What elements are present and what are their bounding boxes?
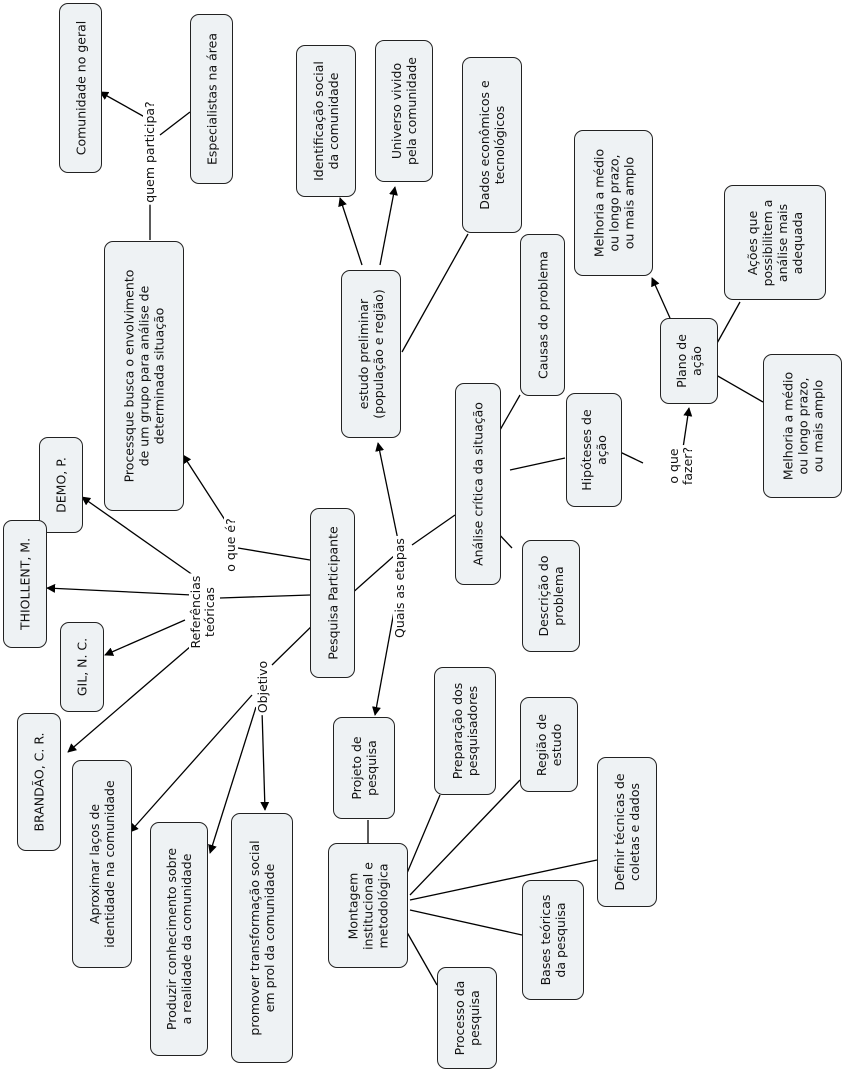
node-label: Melhoria a médio ou longo prazo, ou mais… (591, 148, 636, 258)
node-hipoteses-acao[interactable]: Hipóteses de ação (566, 393, 622, 507)
node-demo[interactable]: DEMO, P. (39, 437, 83, 533)
node-label: BRANDÃO, C. R. (31, 732, 47, 832)
node-universo-vivido[interactable]: Universo vivido pela comunidade (375, 40, 433, 182)
node-label: Ações que possibilitem a análise mais ad… (745, 199, 805, 286)
node-causas-problema[interactable]: Causas do problema (520, 234, 565, 396)
node-label: Bases teóricas da pesquisa (538, 894, 568, 986)
link-label-referencias: Referências teóricas (188, 573, 217, 651)
node-dados-economicos[interactable]: Dados econômicos e tecnológicos (462, 57, 522, 233)
node-pesquisa-participante[interactable]: Pesquisa Participante (310, 508, 355, 678)
node-identificacao-social[interactable]: Identificação social da comunidade (296, 45, 356, 197)
node-estudo-preliminar[interactable]: estudo preliminar (população e região) (341, 270, 401, 438)
link-label-quem-participa: quem participa? (142, 99, 157, 205)
link-label-o-que-e: o que é? (223, 516, 238, 574)
node-label: Hipóteses de ação (579, 409, 609, 491)
node-gil[interactable]: GIL, N. C. (60, 622, 104, 712)
node-preparacao[interactable]: Preparação dos pesquisadores (434, 667, 496, 795)
node-label: Melhoria a médio ou longo prazo, ou mais… (780, 371, 825, 481)
node-promover[interactable]: promover transformação social em prol da… (231, 813, 293, 1063)
node-label: Comunidade no geral (73, 20, 88, 156)
node-analise-critica[interactable]: Análise crítica da situação (455, 383, 501, 585)
link-label-objetivo: Objetivo (255, 658, 270, 716)
node-acoes-possibilitem[interactable]: Ações que possibilitem a análise mais ad… (724, 185, 826, 300)
node-label: promover transformação social em prol da… (247, 840, 277, 1036)
node-label: Aproximar laços de identidade na comunid… (87, 780, 117, 948)
node-label: Análise crítica da situação (470, 402, 486, 566)
node-label: Plano de ação (674, 334, 704, 388)
node-label: Especialistas na área (204, 33, 219, 165)
node-aproximar[interactable]: Aproximar laços de identidade na comunid… (72, 760, 132, 968)
node-label: DEMO, P. (53, 457, 69, 513)
node-processo-pesquisa[interactable]: Processo da pesquisa (437, 967, 497, 1069)
node-label: Montagem institucional e metodológica (345, 861, 391, 950)
node-label: Projeto de pesquisa (349, 736, 379, 800)
node-label: Identificação social da comunidade (311, 61, 341, 181)
node-label: Dados econômicos e tecnológicos (477, 80, 507, 210)
node-plano-acao[interactable]: Plano de ação (660, 318, 718, 404)
node-label: estudo preliminar (população e região) (356, 289, 386, 419)
node-descricao-problema[interactable]: Descrição do problema (522, 540, 580, 652)
node-brandao[interactable]: BRANDÃO, C. R. (17, 713, 61, 851)
node-label: Processo da pesquisa (452, 980, 482, 1056)
node-thiollent[interactable]: THIOLLENT, M. (3, 520, 47, 648)
node-regiao-estudo[interactable]: Região de estudo (520, 697, 578, 792)
node-label: Produzir conhecimento sobre a realidade … (164, 847, 194, 1031)
node-produzir[interactable]: Produzir conhecimento sobre a realidade … (150, 822, 208, 1056)
node-especialistas[interactable]: Especialistas na área (190, 14, 233, 184)
node-melhoria-2[interactable]: Melhoria a médio ou longo prazo, ou mais… (763, 354, 842, 498)
node-label: Pesquisa Participante (325, 526, 340, 660)
node-label: GIL, N. C. (74, 637, 90, 697)
node-tecnicas-coleta[interactable]: Definir técnicas de coletas e dados (597, 757, 657, 907)
node-melhoria-1[interactable]: Melhoria a médio ou longo prazo, ou mais… (574, 130, 653, 276)
node-label: Região de estudo (534, 713, 564, 776)
node-bases-teoricas[interactable]: Bases teóricas da pesquisa (522, 880, 584, 1000)
node-label: Processque busca o envolvimento de um gr… (121, 269, 167, 483)
node-label: Universo vivido pela comunidade (389, 57, 419, 165)
node-label: Causas do problema (535, 251, 550, 379)
node-projeto-pesquisa[interactable]: Projeto de pesquisa (333, 717, 395, 819)
node-label: THIOLLENT, M. (17, 537, 33, 631)
node-processo-definicao[interactable]: Processque busca o envolvimento de um gr… (104, 241, 184, 511)
node-label: Descrição do problema (536, 555, 566, 637)
node-montagem[interactable]: Montagem institucional e metodológica (328, 843, 408, 968)
node-label: Preparação dos pesquisadores (450, 682, 480, 780)
node-label: Definir técnicas de coletas e dados (612, 773, 642, 891)
node-comunidade-geral[interactable]: Comunidade no geral (59, 3, 102, 173)
link-label-o-que-fazer: o que fazer? (666, 444, 695, 488)
link-label-quais-etapas: Quais as etapas (392, 536, 407, 640)
